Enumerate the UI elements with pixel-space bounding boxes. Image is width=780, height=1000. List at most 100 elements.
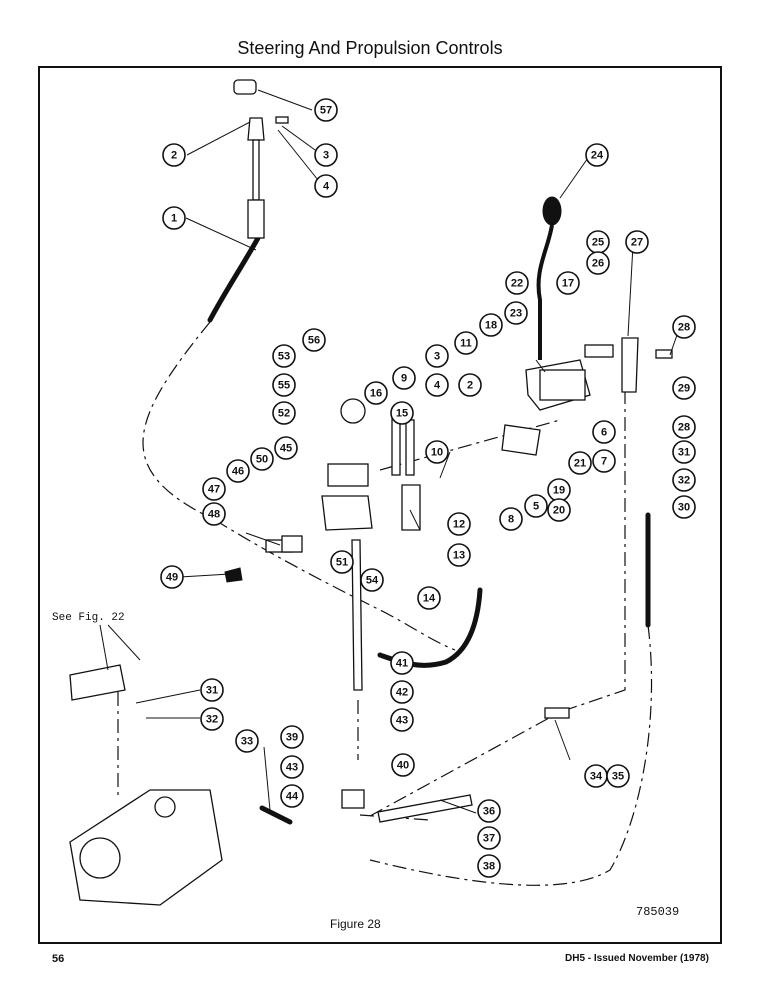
callout-30: 30 [672, 495, 696, 519]
callout-54: 54 [360, 568, 384, 592]
callout-label: 37 [483, 833, 495, 845]
callout-label: 14 [423, 593, 436, 605]
callout-18: 18 [479, 313, 503, 337]
callout-label: 9 [401, 373, 407, 385]
centerline-5 [369, 711, 561, 817]
lower-cable [259, 805, 293, 825]
callout-label: 38 [483, 861, 495, 873]
drawing-number: 785039 [636, 905, 680, 919]
callout-57: 57 [314, 98, 338, 122]
callout-label: 4 [323, 181, 330, 193]
clevis [247, 117, 265, 141]
callout-39: 39 [280, 725, 304, 749]
callout-33: 33 [235, 729, 259, 753]
callout-46: 46 [226, 459, 250, 483]
callout-label: 43 [396, 715, 408, 727]
callout-label: 41 [396, 658, 408, 670]
page-title: Steering And Propulsion Controls [237, 38, 503, 58]
callout-label: 23 [510, 308, 522, 320]
callout-label: 51 [336, 557, 348, 569]
block-45 [321, 495, 373, 531]
callout-label: 13 [453, 550, 465, 562]
callout-20: 20 [547, 498, 571, 522]
callout-27: 27 [625, 230, 649, 254]
callout-36: 36 [477, 799, 501, 823]
callout-label: 53 [278, 351, 290, 363]
callout-label: 48 [208, 509, 220, 521]
callout-4: 4 [425, 373, 449, 397]
callout-label: 11 [460, 338, 472, 350]
callout-label: 3 [323, 150, 329, 162]
callout-label: 43 [286, 762, 298, 774]
callout-32: 32 [200, 707, 224, 731]
callout-label: 2 [467, 380, 473, 392]
callout-51: 51 [330, 550, 354, 574]
callout-label: 42 [396, 687, 408, 699]
callout-label: 57 [320, 105, 332, 117]
callout-label: 54 [366, 575, 379, 587]
knob-56 [340, 398, 366, 424]
callout-29: 29 [672, 376, 696, 400]
callout-label: 52 [278, 408, 290, 420]
callout-6: 6 [592, 420, 616, 444]
issue-note: DH5 - Issued November (1978) [565, 953, 709, 964]
callout-9: 9 [392, 366, 416, 390]
callout-label: 28 [678, 322, 690, 334]
callout-label: 15 [396, 408, 408, 420]
callout-label: 28 [678, 422, 690, 434]
callout-53: 53 [272, 344, 296, 368]
callout-44: 44 [280, 784, 304, 808]
callout-label: 31 [206, 685, 218, 697]
block-47 [281, 535, 303, 553]
lever-36 [377, 794, 473, 823]
centerline-7 [369, 624, 653, 886]
callout-label: 29 [678, 383, 690, 395]
cable-rod-top [252, 139, 260, 201]
callout-label: 45 [280, 443, 292, 455]
callout-35: 35 [606, 764, 630, 788]
callout-label: 47 [208, 484, 220, 496]
callout-label: 30 [678, 502, 690, 514]
callout-2: 2 [458, 373, 482, 397]
callout-41: 41 [390, 651, 414, 675]
callout-label: 6 [601, 427, 607, 439]
callout-label: 46 [232, 466, 244, 478]
callout-label: 39 [286, 732, 298, 744]
callout-label: 3 [434, 351, 440, 363]
callout-label: 7 [601, 456, 607, 468]
callout-label: 31 [678, 447, 690, 459]
callout-16: 16 [364, 381, 388, 405]
pump-port [154, 796, 176, 818]
callout-label: 25 [592, 237, 604, 249]
callout-13: 13 [447, 543, 471, 567]
callout-3: 3 [425, 344, 449, 368]
callout-17: 17 [556, 271, 580, 295]
callout-label: 21 [574, 458, 586, 470]
callout-31: 31 [200, 678, 224, 702]
callout-49: 49 [160, 565, 184, 589]
callout-7: 7 [592, 449, 616, 473]
callout-label: 32 [678, 475, 690, 487]
callout-label: 35 [612, 771, 624, 783]
callout-15: 15 [390, 401, 414, 425]
cross-reference-label: See Fig. 22 [52, 612, 125, 624]
callout-label: 20 [553, 505, 565, 517]
callout-28: 28 [672, 415, 696, 439]
callout-label: 34 [590, 771, 603, 783]
pin-28 [655, 349, 673, 359]
callout-23: 23 [504, 301, 528, 325]
callout-label: 12 [453, 519, 465, 531]
callout-label: 22 [511, 278, 523, 290]
callout-label: 16 [370, 388, 382, 400]
callout-47: 47 [202, 477, 226, 501]
callout-50: 50 [250, 447, 274, 471]
callout-22: 22 [505, 271, 529, 295]
pin [275, 116, 289, 124]
callout-label: 56 [308, 335, 320, 347]
callout-55: 55 [272, 373, 296, 397]
callout-label: 44 [286, 791, 299, 803]
rod-41 [351, 539, 363, 691]
callout-label: 8 [508, 514, 514, 526]
